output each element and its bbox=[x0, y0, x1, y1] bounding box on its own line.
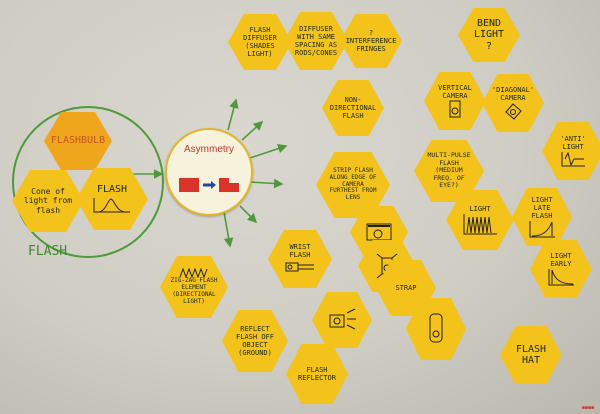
asymmetry-shapes-icon bbox=[179, 178, 239, 192]
hex-strip-flash-text: STRIP FLASH ALONG EDGE OF CAMERA FURTHES… bbox=[329, 166, 377, 202]
strap-device-icon bbox=[429, 313, 443, 343]
hex-wrist-flash: WRIST FLASH bbox=[268, 230, 332, 288]
hex-light-pulses: LIGHT bbox=[446, 190, 514, 250]
hex-wrist-flash-text: WRIST FLASH bbox=[289, 242, 311, 259]
hex-interference-text: ? INTERFERENCE FRINGES bbox=[345, 28, 397, 54]
hex-flash-graph-text: FLASH bbox=[96, 184, 128, 196]
flash-pulse-graph-icon bbox=[93, 197, 130, 213]
hex-late-flash: LIGHT LATE FLASH bbox=[512, 188, 572, 246]
asymmetry-title: Asymmetry bbox=[184, 144, 234, 155]
hex-strap-device bbox=[406, 298, 466, 360]
late-flash-graph-icon bbox=[529, 221, 555, 238]
hex-anti-light-text: 'ANTI' LIGHT bbox=[560, 134, 586, 151]
corner-watermark: ■■■■ bbox=[581, 405, 594, 411]
anti-light-graph-icon bbox=[561, 151, 585, 167]
vertical-camera-icon bbox=[449, 100, 461, 118]
hex-zigzag-text: ZIG-ZAG FLASH ELEMENT (DIRECTIONAL LIGHT… bbox=[170, 277, 218, 305]
hex-diffuser-spacing: DIFFUSER WITH SAME SPACING AS RODS/CONES bbox=[284, 12, 348, 70]
hex-flash-reflector-text: FLASH REFLECTOR bbox=[298, 365, 336, 382]
hex-flash-diffuser: FLASH DIFFUSER (SHADES LIGHT) bbox=[228, 14, 292, 70]
reflector-camera-icon bbox=[329, 308, 356, 330]
hex-cone-text: Cone of light from flash bbox=[23, 187, 73, 215]
hex-reflect-flash: REFLECT FLASH OFF OBJECT (GROUND) bbox=[222, 310, 288, 372]
early-flash-graph-icon bbox=[548, 269, 574, 286]
hex-bend-light-text: BEND LIGHT ? bbox=[473, 17, 505, 52]
arrow-up bbox=[227, 98, 239, 131]
hex-light-pulses-text: LIGHT bbox=[469, 204, 491, 213]
hex-anti-light: 'ANTI' LIGHT bbox=[542, 122, 600, 180]
hex-diffuser-spacing-text: DIFFUSER WITH SAME SPACING AS RODS/CONES bbox=[294, 24, 338, 58]
hex-vertical-camera-text: VERTICAL CAMERA bbox=[438, 83, 472, 100]
flash-cluster-label: FLASH bbox=[28, 244, 68, 259]
arrow-right-low bbox=[249, 178, 284, 189]
hex-early-flash: LIGHT EARLY bbox=[530, 240, 592, 298]
hex-flashbulb-text: Flashbulb bbox=[50, 135, 106, 147]
hex-non-directional: NON-DIRECTIONAL FLASH bbox=[322, 80, 384, 136]
hex-early-flash-text: LIGHT EARLY bbox=[550, 251, 572, 268]
arrow-right-high bbox=[249, 143, 288, 159]
zigzag-element-icon bbox=[179, 268, 208, 279]
hex-flash-reflector: FLASH REFLECTOR bbox=[286, 344, 348, 404]
diagonal-camera-icon bbox=[505, 103, 522, 120]
hex-diagonal-camera: 'DIAGONAL' CAMERA bbox=[482, 74, 544, 132]
hex-vertical-camera: VERTICAL CAMERA bbox=[424, 72, 486, 130]
hex-diagonal-camera-text: 'DIAGONAL' CAMERA bbox=[491, 85, 535, 102]
hex-flash-diffuser-text: FLASH DIFFUSER (SHADES LIGHT) bbox=[243, 25, 277, 59]
hex-zigzag: ZIG-ZAG FLASH ELEMENT (DIRECTIONAL LIGHT… bbox=[160, 256, 228, 318]
wrist-flash-icon bbox=[285, 262, 314, 272]
hex-late-flash-text: LIGHT LATE FLASH bbox=[531, 195, 553, 221]
asymmetry-disc: Asymmetry bbox=[165, 128, 253, 216]
flash-cluster-ring bbox=[12, 106, 164, 258]
hex-non-directional-text: NON-DIRECTIONAL FLASH bbox=[329, 95, 377, 121]
hex-strap-text: STRAP bbox=[395, 283, 417, 292]
hex-bend-light: BEND LIGHT ? bbox=[458, 8, 520, 62]
arrow-down bbox=[223, 211, 234, 248]
hex-flash-hat-text: FLASH HAT bbox=[515, 343, 547, 367]
hex-flash-hat: FLASH HAT bbox=[500, 326, 562, 384]
hex-interference: ? INTERFERENCE FRINGES bbox=[340, 14, 402, 68]
hex-reflect-flash-text: REFLECT FLASH OFF OBJECT (GROUND) bbox=[236, 324, 274, 358]
hex-reflector-camera bbox=[312, 292, 372, 348]
hex-multi-pulse-text: MULTI-PULSE FLASH (MEDIUM FREQ. OF EYE?) bbox=[427, 151, 471, 190]
pulse-train-graph-icon bbox=[463, 214, 497, 235]
